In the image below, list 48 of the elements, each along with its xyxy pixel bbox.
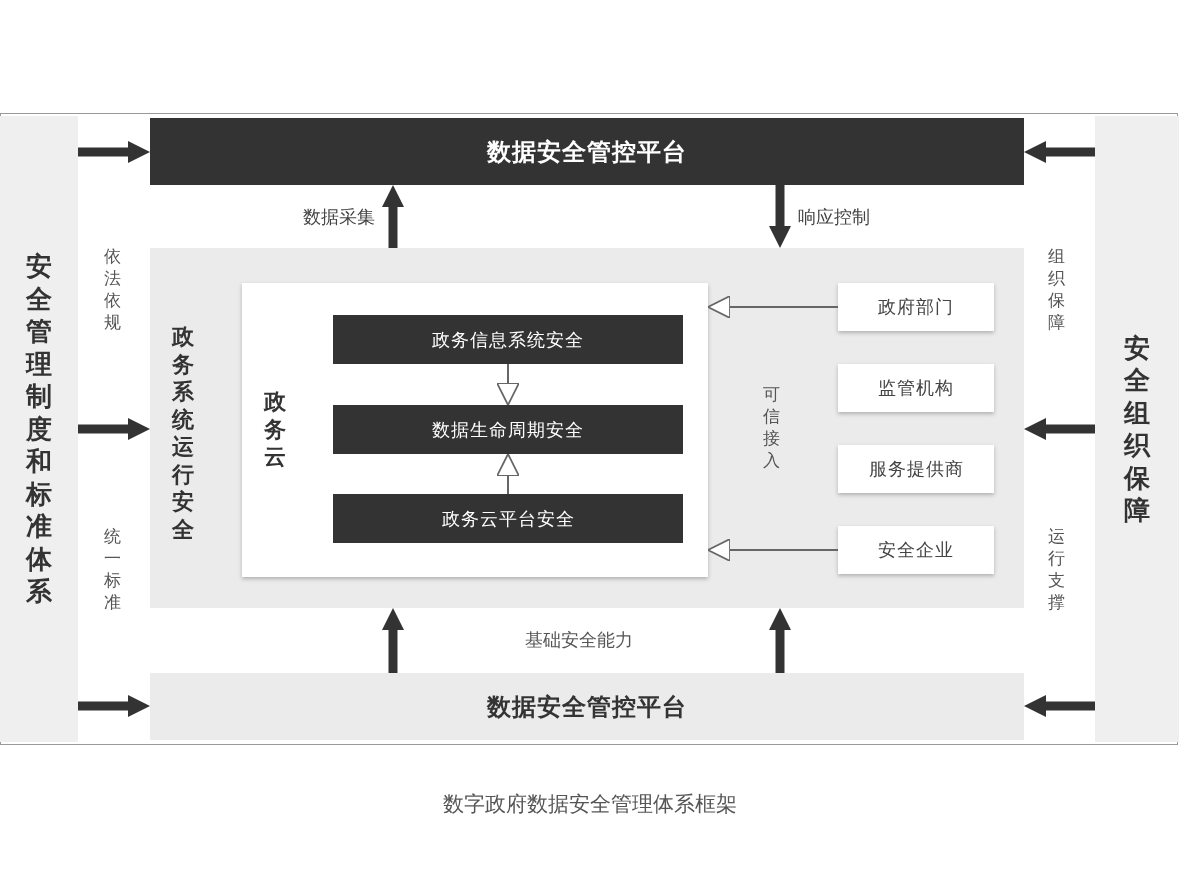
- party-box: [838, 283, 994, 331]
- security-bar: [333, 494, 683, 543]
- box-label: 服务提供商: [868, 457, 964, 481]
- arrow: [78, 695, 150, 717]
- side-column: [1095, 116, 1179, 742]
- security-bar: [333, 315, 683, 364]
- arrow: [382, 185, 404, 248]
- side-column: [0, 116, 78, 742]
- arrow: [769, 608, 791, 673]
- caption: 数字政府数据安全管理体系框架: [442, 792, 737, 816]
- security-bar: [333, 405, 683, 454]
- hollow-arrow: [496, 363, 520, 406]
- box-label: 政府部门: [878, 295, 954, 319]
- box-label: 安全企业: [878, 538, 954, 562]
- arrow: [382, 608, 404, 673]
- side-note: 基础安全能力: [525, 628, 633, 652]
- arrow: [78, 141, 150, 163]
- hollow-arrow: [707, 295, 839, 319]
- box-label: 政务信息系统安全: [432, 327, 584, 352]
- vertical-heading: 安全组织保障: [1124, 331, 1150, 527]
- platform-bar: [150, 673, 1024, 740]
- box-label: 监管机构: [878, 376, 954, 400]
- vertical-heading: 政务系统运行安全: [172, 323, 194, 543]
- hollow-arrow: [496, 453, 520, 495]
- party-box: [838, 364, 994, 412]
- side-note: 统一标准: [104, 525, 121, 614]
- box-label: 政务云平台安全: [441, 506, 575, 531]
- box-label: 数据安全管控平台: [487, 136, 687, 168]
- box-label: 数据生命周期安全: [432, 417, 584, 442]
- vertical-heading: 安全管理制度和标准体系: [26, 250, 52, 608]
- party-box: [838, 526, 994, 574]
- edge-label: 响应控制: [796, 204, 872, 229]
- layer-panel: [150, 248, 1024, 608]
- party-box: [838, 445, 994, 493]
- side-note: 可信接入: [763, 383, 780, 472]
- cloud-panel: [242, 283, 708, 577]
- side-note: 组织保障: [1048, 245, 1065, 334]
- arrow: [1024, 141, 1095, 163]
- platform-bar: [150, 118, 1024, 185]
- side-note: 依法依规: [104, 245, 121, 334]
- arrow: [1024, 695, 1095, 717]
- hollow-arrow: [707, 538, 839, 562]
- side-note: 运行支撑: [1048, 525, 1065, 614]
- vertical-heading: 政务云: [264, 388, 286, 471]
- arrow: [78, 418, 150, 440]
- box-label: 数据安全管控平台: [487, 691, 687, 723]
- arrow: [769, 185, 791, 248]
- arrow: [1024, 418, 1095, 440]
